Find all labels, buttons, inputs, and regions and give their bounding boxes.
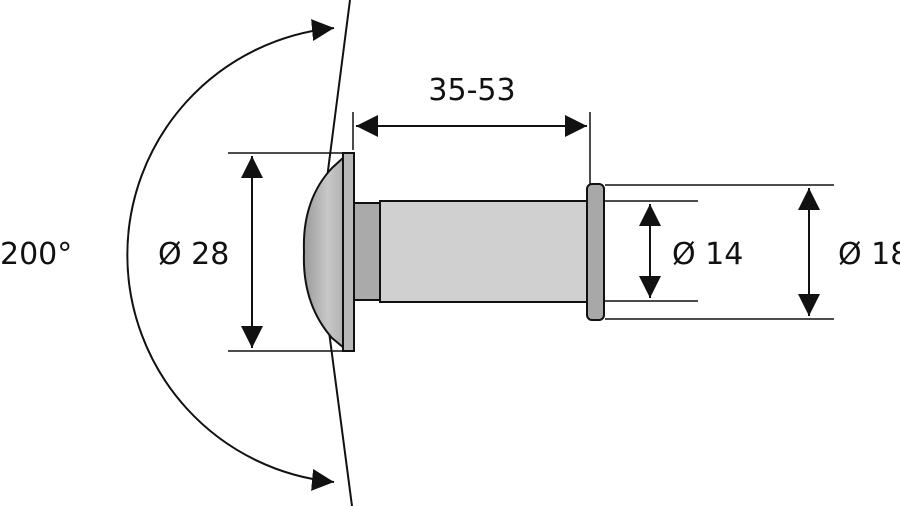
length-label: 35-53 <box>428 73 515 108</box>
barrel-diameter-label: Ø 14 <box>672 237 743 272</box>
lens-dome <box>302 154 345 351</box>
barrel <box>379 200 589 303</box>
angle-label: 200° <box>0 237 72 272</box>
neck <box>353 202 381 301</box>
viewing-angle-arc <box>126 19 335 491</box>
cap-diameter-label: Ø 18 <box>838 237 900 272</box>
flange-diameter-label: Ø 28 <box>158 237 229 272</box>
front-flange <box>342 152 355 352</box>
end-cap <box>586 183 605 321</box>
